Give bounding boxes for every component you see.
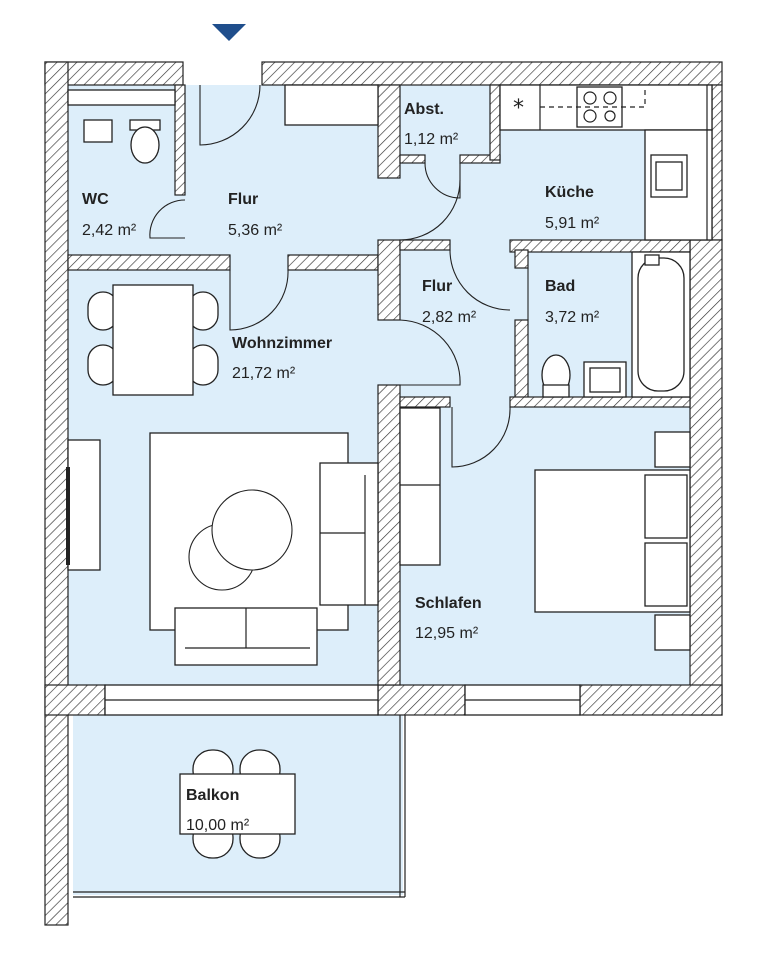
- balcony-table: [179, 773, 296, 835]
- room-name-wohnzimmer: Wohnzimmer: [232, 335, 332, 352]
- room-area-bad: 3,72 m²: [545, 309, 600, 326]
- walls: [44, 61, 723, 926]
- room-name-abst: Abst.: [404, 101, 444, 118]
- room-name-wc: WC: [82, 191, 109, 208]
- room-name-bad: Bad: [545, 278, 575, 295]
- sofa-right: [319, 462, 379, 606]
- room-name-flur: Flur: [228, 191, 258, 208]
- room-area-balkon: 10,00 m²: [186, 817, 250, 834]
- wc-sink: [83, 119, 113, 143]
- room-area-flur: 5,36 m²: [228, 222, 283, 239]
- wardrobe-flur: [284, 84, 379, 126]
- room-area-flur2: 2,82 m²: [422, 309, 477, 326]
- windows: [104, 684, 581, 716]
- living-furniture: [66, 284, 379, 666]
- entry-arrow-icon: [212, 24, 246, 41]
- balcony-railing: [73, 715, 406, 898]
- room-area-wohnzimmer: 21,72 m²: [232, 365, 296, 382]
- kitchen-fixtures: *: [499, 84, 713, 241]
- room-name-schlafen: Schlafen: [415, 595, 482, 612]
- wc-fixtures: [67, 89, 176, 164]
- room-area-kueche: 5,91 m²: [545, 215, 600, 232]
- dining-table: [112, 284, 194, 396]
- room-name-balkon: Balkon: [186, 787, 239, 804]
- asterisk-icon: *: [513, 96, 524, 121]
- wc-toilet: [130, 126, 160, 164]
- room-labels: WC 2,42 m² Flur 5,36 m² Abst. 1,12 m² Kü…: [82, 101, 600, 834]
- nightstand: [654, 614, 691, 651]
- balcony-furniture: [179, 749, 296, 859]
- room-area-abst: 1,12 m²: [404, 131, 459, 148]
- coffee-table: [211, 489, 293, 571]
- room-area-schlafen: 12,95 m²: [415, 625, 479, 642]
- wardrobe: [399, 407, 441, 566]
- nightstand: [654, 431, 691, 468]
- room-name-flur2: Flur: [422, 278, 452, 295]
- doors: [149, 84, 529, 468]
- room-name-kueche: Küche: [545, 184, 594, 201]
- bathroom-fixtures: [541, 251, 691, 398]
- bedroom-furniture: [399, 407, 691, 651]
- room-area-wc: 2,42 m²: [82, 222, 137, 239]
- tv-cabinet: [67, 439, 101, 571]
